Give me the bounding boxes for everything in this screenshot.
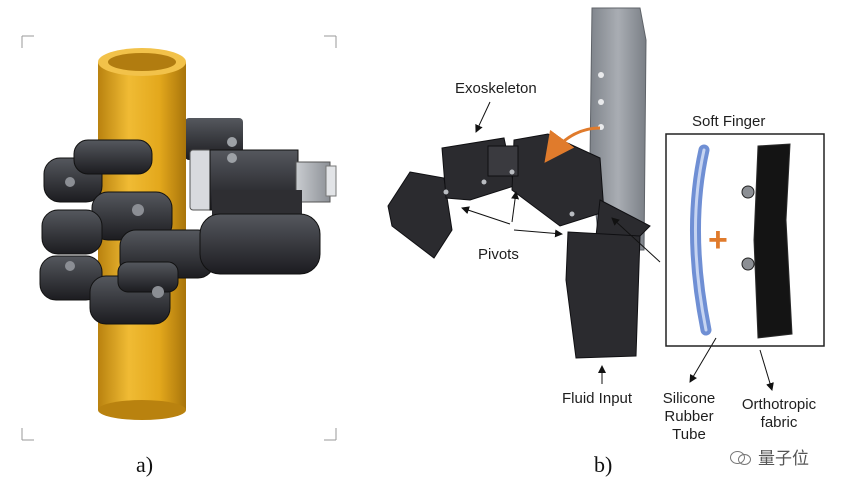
- watermark: 量子位: [730, 444, 809, 469]
- ortho-line-2: fabric: [760, 414, 798, 431]
- label-fluid-input: Fluid Input: [562, 390, 633, 407]
- caption-b: b): [594, 452, 613, 477]
- exoskeleton-segments: [387, 133, 651, 359]
- frame-corners: [21, 35, 337, 441]
- leader-lines: [461, 101, 774, 391]
- actuator: [209, 149, 337, 224]
- label-soft-finger: Soft Finger: [692, 113, 766, 130]
- bend-arrow: [544, 126, 601, 163]
- plus-symbol: +: [708, 221, 728, 259]
- silicone-line-3: Tube: [672, 426, 706, 443]
- wechat-icon: [730, 449, 752, 465]
- ortho-line-1: Orthotropic: [741, 396, 817, 413]
- watermark-text: 量子位: [758, 449, 809, 469]
- label-pivots: Pivots: [478, 246, 519, 263]
- silicone-line-2: Rubber: [664, 408, 714, 425]
- finger-segments: [39, 139, 321, 325]
- label-orthotropic-fabric: Orthotropic fabric: [728, 396, 830, 432]
- label-exoskeleton: Exoskeleton: [455, 80, 537, 97]
- silicone-line-1: Silicone: [662, 390, 716, 407]
- soft-finger-box: [665, 133, 825, 347]
- caption-a: a): [136, 452, 154, 477]
- label-silicone-tube: Silicone Rubber Tube: [654, 390, 724, 444]
- orthotropic-fabric: [753, 143, 793, 339]
